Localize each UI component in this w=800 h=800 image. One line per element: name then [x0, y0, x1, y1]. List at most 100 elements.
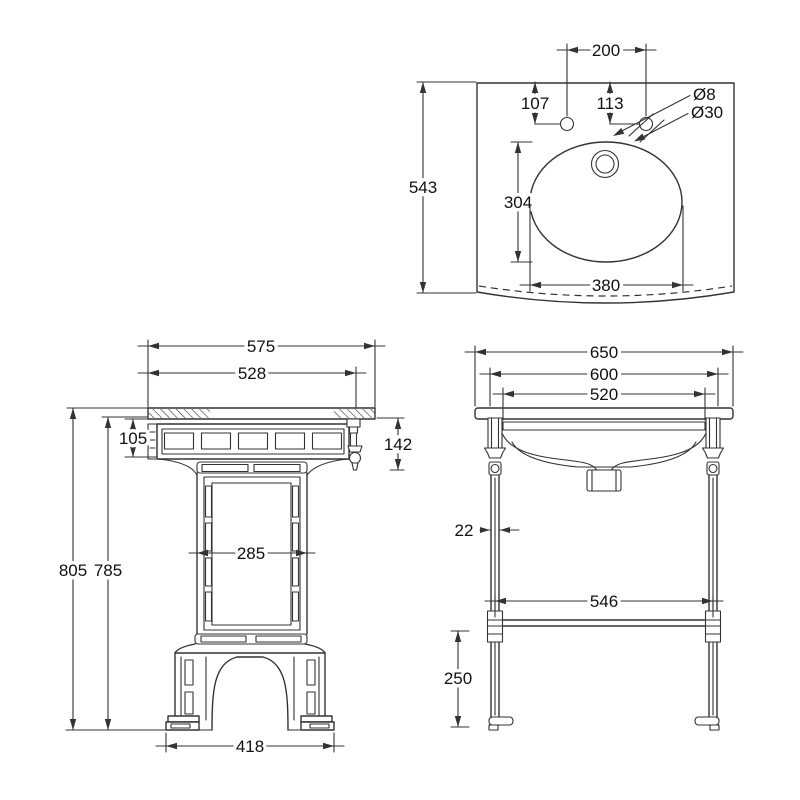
dim-label-105: 105 [119, 429, 147, 448]
dim-skirt-height: 142 [380, 417, 416, 471]
dimension-arrow [606, 113, 614, 124]
pedestal-column [196, 472, 308, 635]
dim-tap-hole-spacing: 200 [556, 38, 657, 64]
dim-label-304: 304 [504, 193, 532, 212]
dimension-arrow [197, 549, 208, 557]
dimension-arrow [148, 369, 159, 377]
dim-label-250: 250 [444, 669, 472, 688]
dimension-arrow [531, 82, 539, 93]
dimension-arrow [702, 597, 713, 605]
dim-label-528: 528 [238, 364, 266, 383]
dim-column-width: 285 [188, 541, 316, 567]
frieze-end-strip [147, 423, 158, 460]
dim-label-dia8: Ø8 [693, 85, 716, 104]
dim-label-785: 785 [94, 561, 122, 580]
frieze-window-3 [237, 432, 269, 450]
dim-base-width: 418 [155, 734, 345, 760]
dimension-arrow [129, 419, 137, 430]
dimension-arrow [722, 348, 733, 356]
dim-leg-diameter: 22 [451, 518, 520, 544]
dimension-arrow [514, 251, 522, 262]
dim-top-width-650: 650 [464, 340, 744, 366]
foot-right-plinth [300, 721, 335, 731]
dim-label-575: 575 [247, 337, 275, 356]
dimension-arrow [606, 82, 614, 93]
dimension-arrow [707, 370, 718, 378]
dim-overall-height: 805 [55, 407, 91, 731]
dim-label-543: 543 [409, 178, 437, 197]
washstand-foot-left [488, 716, 514, 731]
dimension-arrow [394, 418, 402, 429]
dim-top-width-575: 575 [137, 334, 386, 360]
basin-underside-inner [511, 441, 697, 468]
basin-slab-outline [476, 82, 735, 304]
dim-overall-depth: 543 [405, 81, 441, 294]
dim-label-200: 200 [592, 41, 620, 60]
pedestal-slab [147, 407, 376, 420]
dim-frieze-height: 105 [115, 418, 151, 458]
foot-left-upper [167, 715, 200, 723]
pedestal-legs [165, 652, 335, 731]
dim-label-dia30: Ø30 [691, 103, 723, 122]
basin-plan-view: 543 200 107 113 Ø8 Ø30 304 [405, 38, 735, 304]
dim-bowl-depth: 304 [500, 141, 536, 263]
dimension-arrow [296, 549, 307, 557]
dimension-arrow [514, 142, 522, 153]
dim-rail-floor-clearance: 250 [440, 630, 476, 728]
frieze-window-2 [200, 432, 232, 450]
dim-frame-width-600: 600 [479, 362, 729, 388]
dim-label-600: 600 [590, 365, 618, 384]
corner-bracket [346, 418, 363, 471]
basin-front-hidden-edge [478, 285, 733, 297]
overflow-hole-inner [595, 154, 615, 174]
dimension-arrow [503, 390, 514, 398]
dimension-arrow [672, 281, 683, 289]
dim-label-22: 22 [455, 521, 474, 540]
bowl-ellipse [529, 141, 683, 263]
dimension-arrow [104, 719, 112, 730]
pedestal-front-view: 285 [55, 334, 416, 760]
leg-capital-left [483, 417, 507, 476]
dim-rail-length: 546 [484, 589, 724, 615]
dimension-arrow [531, 113, 539, 124]
dimension-arrow [69, 719, 77, 730]
dimension-arrow [129, 446, 137, 457]
dimension-arrow [104, 417, 112, 428]
washstand-apron [502, 421, 706, 431]
dim-label-113: 113 [596, 94, 623, 113]
dimension-arrow [419, 282, 427, 293]
dimension-arrow [345, 369, 356, 377]
waste-trap-box [586, 469, 622, 492]
washstand-front-view: 650 600 520 22 546 250 [440, 340, 744, 731]
frieze-panel-inner [161, 428, 345, 455]
washstand-foot-right [694, 716, 720, 731]
rail-joint-right [704, 610, 722, 643]
dimension-arrow [69, 408, 77, 419]
dim-label-142: 142 [384, 435, 412, 454]
dimension-arrow [394, 459, 402, 470]
dimension-arrow [495, 597, 506, 605]
overflow-hole-outer [590, 149, 620, 179]
foot-left-plinth [165, 721, 200, 731]
dim-label-546: 546 [590, 592, 618, 611]
dimension-arrow [148, 342, 159, 350]
towel-rail [500, 619, 710, 627]
dim-apron-width-520: 520 [492, 382, 716, 408]
dim-label-520: 520 [590, 385, 618, 404]
dimension-arrow [635, 46, 646, 54]
dim-label-107: 107 [521, 94, 549, 113]
frieze-window-1 [163, 432, 195, 450]
dim-label-650: 650 [590, 343, 618, 362]
dimension-arrow [166, 742, 177, 750]
dimension-arrow [475, 348, 486, 356]
dim-underside-height: 785 [90, 416, 126, 731]
leg-capital-right [701, 417, 725, 476]
dimension-arrow [454, 716, 462, 727]
base-band [194, 633, 308, 645]
leader-small-hole [615, 94, 692, 135]
dim-label-380: 380 [592, 276, 620, 295]
slab-hatch-right [334, 409, 375, 418]
dimension-arrow [530, 281, 541, 289]
